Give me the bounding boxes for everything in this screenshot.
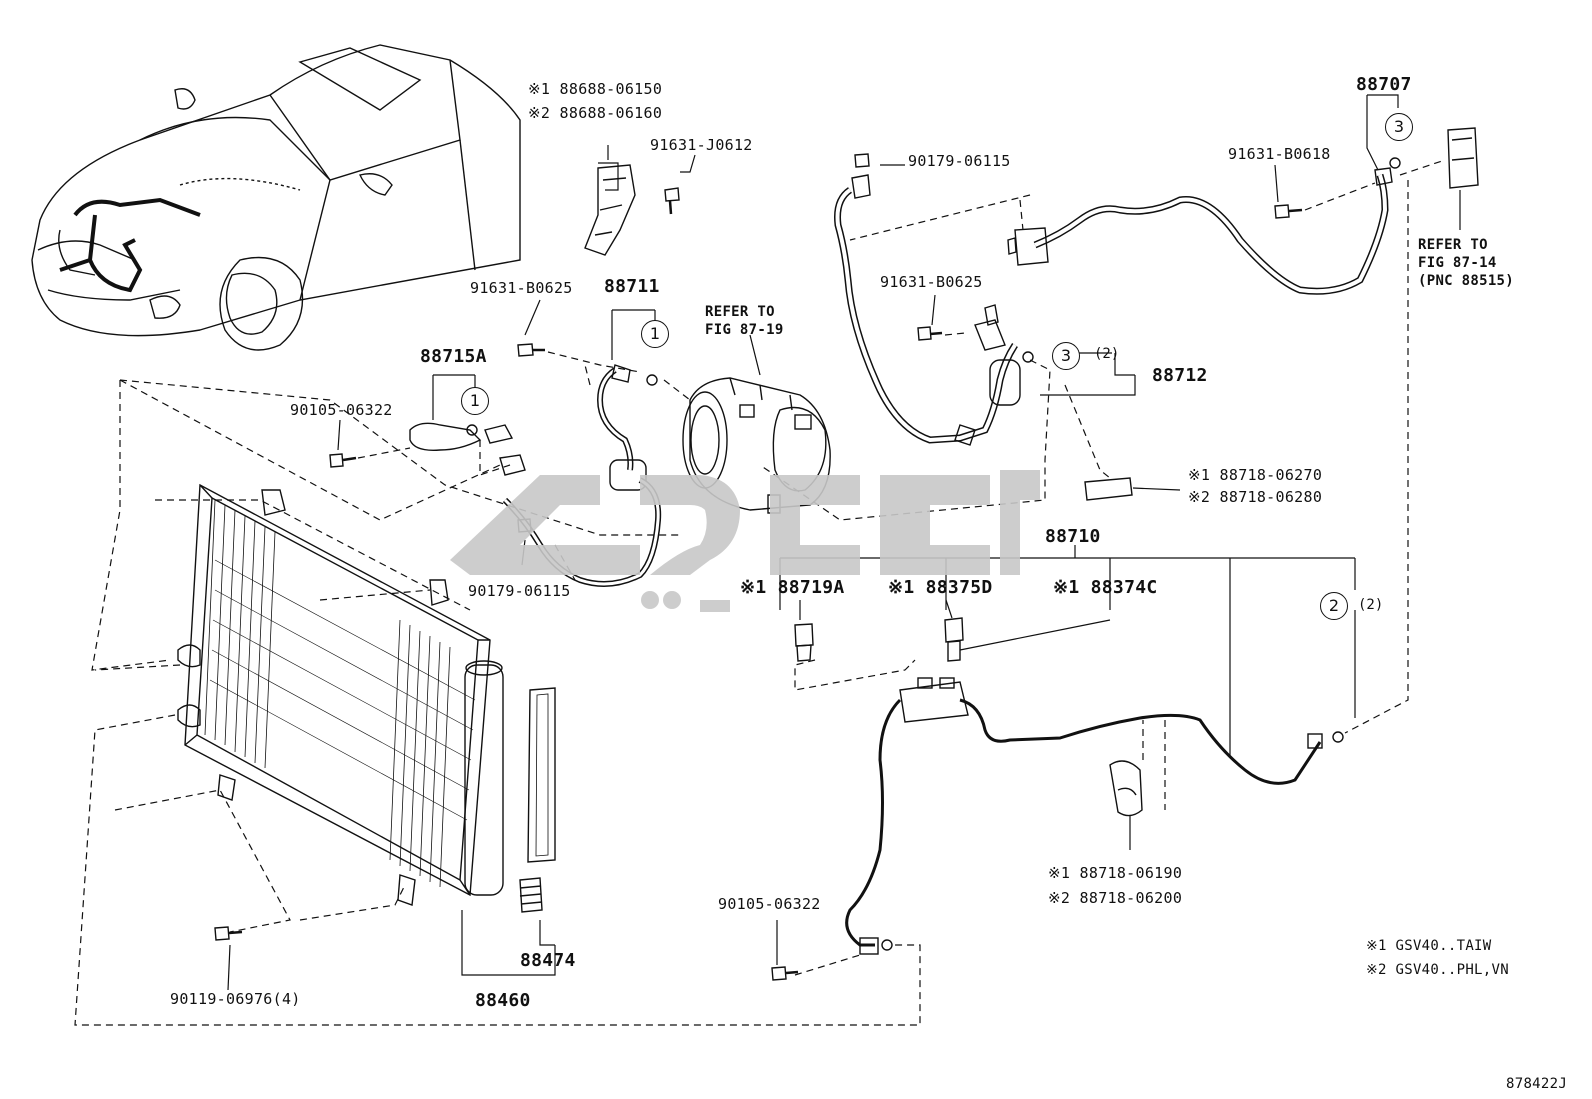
part-90105-06322-label-bottom: 90105-06322 bbox=[718, 895, 821, 913]
discharge-hose-drawing bbox=[499, 364, 662, 587]
refer-fig-87-19-note: REFER TO FIG 87-19 bbox=[705, 304, 784, 338]
part-88718-06190-label: ※1 88718-06190 bbox=[1048, 864, 1183, 882]
callout-circle-2-tube-88710: 2 bbox=[1320, 592, 1348, 620]
callout-circle-1-tube-88715a: 1 bbox=[461, 387, 489, 415]
part-91631-j0612-label: 91631-J0612 bbox=[650, 136, 753, 154]
model-note-2: ※2 GSV40..PHL,VN bbox=[1366, 962, 1509, 978]
part-88688-06160-label: ※2 88688-06160 bbox=[528, 104, 663, 122]
quantity-2-hose-88712: (2) bbox=[1094, 346, 1120, 362]
part-91631-b0625-label-left: 91631-B0625 bbox=[470, 279, 573, 297]
discharge-hose-2-drawing bbox=[1007, 127, 1479, 295]
suction-hose-drawing bbox=[834, 174, 1021, 446]
callout-circle-3-hose-88707: 3 bbox=[1385, 113, 1413, 141]
part-88719a-label: ※1 88719A bbox=[740, 577, 845, 598]
callout-circle-1-hose-88711: 1 bbox=[641, 320, 669, 348]
part-88712-label: 88712 bbox=[1152, 365, 1208, 386]
part-90119-06976-label: 90119-06976(4) bbox=[170, 990, 301, 1008]
model-note-1: ※1 GSV40..TAIW bbox=[1366, 938, 1492, 954]
condenser-drawing bbox=[177, 483, 556, 913]
liquid-tube-88710-drawing bbox=[794, 617, 1323, 955]
part-90105-06322-label-top: 90105-06322 bbox=[290, 401, 393, 419]
part-88710-label: 88710 bbox=[1045, 526, 1101, 547]
part-88474-label: 88474 bbox=[520, 950, 576, 971]
callout-circle-3-hose-88712: 3 bbox=[1052, 342, 1080, 370]
part-88460-label: 88460 bbox=[475, 990, 531, 1011]
part-90179-06115-label-top: 90179-06115 bbox=[908, 152, 1011, 170]
leader-lines bbox=[227, 94, 1461, 991]
part-88707-label: 88707 bbox=[1356, 74, 1412, 95]
part-90179-06115-label-left: 90179-06115 bbox=[468, 582, 571, 600]
part-91631-b0625-label-right: 91631-B0625 bbox=[880, 273, 983, 291]
part-88711-label: 88711 bbox=[604, 276, 660, 297]
refer-fig-87-14-note: REFER TO FIG 87-14 (PNC 88515) bbox=[1418, 237, 1515, 289]
part-88374c-label: ※1 88374C bbox=[1053, 577, 1158, 598]
figure-code: 878422J bbox=[1506, 1076, 1568, 1092]
liquid-tube-drawing bbox=[409, 422, 514, 451]
quantity-2-tube-88710: (2) bbox=[1358, 597, 1384, 613]
fasteners bbox=[214, 153, 1401, 981]
dashed-guides bbox=[74, 159, 1446, 1026]
part-91631-b0618-label: 91631-B0618 bbox=[1228, 145, 1331, 163]
part-88718-06280-label: ※2 88718-06280 bbox=[1188, 488, 1323, 506]
vehicle-illustration bbox=[31, 44, 521, 351]
part-88718-06270-label: ※1 88718-06270 bbox=[1188, 466, 1323, 484]
part-88715a-label: 88715A bbox=[420, 346, 487, 367]
part-88375d-label: ※1 88375D bbox=[888, 577, 993, 598]
watermark-logo bbox=[450, 470, 1040, 612]
part-88688-06150-label: ※1 88688-06150 bbox=[528, 80, 663, 98]
part-88718-06200-label: ※2 88718-06200 bbox=[1048, 889, 1183, 907]
